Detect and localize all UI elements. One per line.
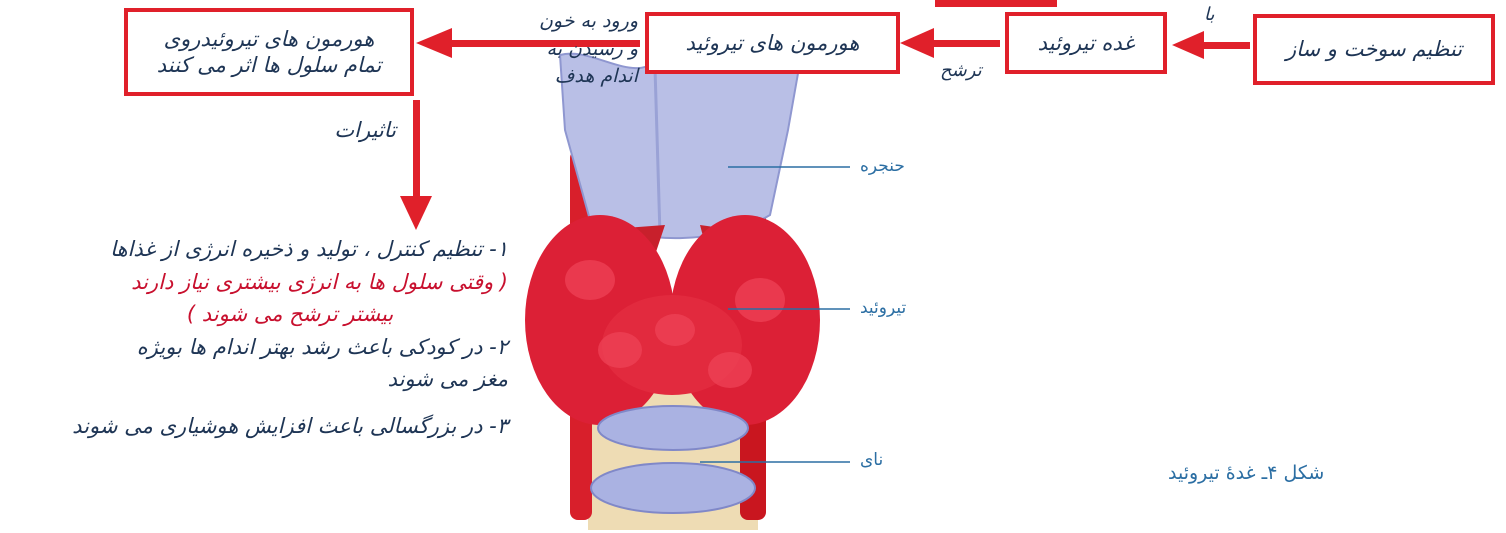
blood-entry-line-1: ورود به خون: [539, 8, 638, 36]
label-trachea: نای: [860, 450, 883, 470]
blood-entry-line-2: و رسیدن به: [539, 36, 638, 64]
figure-caption: شکل ۴ـ غدۀ تیروئید: [1168, 462, 1324, 484]
box-thyroid-gland: غده تیروئید: [1005, 12, 1167, 74]
arrow-to-effects: [413, 100, 420, 200]
arrow-regulation-to-gland: [1200, 42, 1250, 49]
arrow-gland-to-hormones: [930, 40, 1000, 47]
effect-2-line-2: مغز می شوند: [72, 363, 508, 396]
box-thyroid-hormones-text: هورمون های تیروئید: [686, 30, 860, 56]
effect-1-note-line-1: ( وقتی سلول ها به انرژی بیشتری نیاز دارن…: [72, 266, 508, 299]
label-thyroid: تیروئید: [860, 298, 906, 318]
box-thyroid-gland-text: غده تیروئید: [1038, 30, 1135, 56]
effects-label: تاثیرات: [334, 118, 396, 142]
box-thyroid-hormones: هورمون های تیروئید: [645, 12, 900, 74]
effect-3-line-1: ۳- در بزرگسالی باعث افزایش هوشیاری می شو…: [72, 410, 508, 443]
effect-1-note-line-2: بیشتر ترشح می شوند ): [72, 298, 508, 331]
effects-list: ۱- تنظیم کنترل ، تولید و ذخیره انرژی از …: [72, 233, 508, 442]
box-effect-line-2: تمام سلول ها اثر می کنند: [157, 52, 382, 78]
box-regulation-text: تنظیم سوخت و ساز: [1286, 36, 1462, 62]
label-larynx: حنجره: [860, 156, 905, 176]
blood-entry-line-3: اندام هدف: [539, 63, 638, 91]
effect-2-line-1: ۲- در کودکی باعث رشد بهتر اندام ها بویژه: [72, 331, 508, 364]
effect-1-line-1: ۱- تنظیم کنترل ، تولید و ذخیره انرژی از …: [72, 233, 508, 266]
secretion-label: ترشح: [940, 60, 982, 81]
box-regulation: تنظیم سوخت و ساز: [1253, 14, 1495, 85]
with-label: با: [1204, 4, 1215, 25]
thyroid-illustration: [525, 54, 820, 530]
blood-entry-note: ورود به خون و رسیدن به اندام هدف: [539, 8, 638, 91]
box-effect: هورمون های تیروئیدروی تمام سلول ها اثر م…: [124, 8, 414, 96]
top-red-line: [935, 0, 1057, 7]
box-effect-line-1: هورمون های تیروئیدروی: [164, 26, 375, 52]
